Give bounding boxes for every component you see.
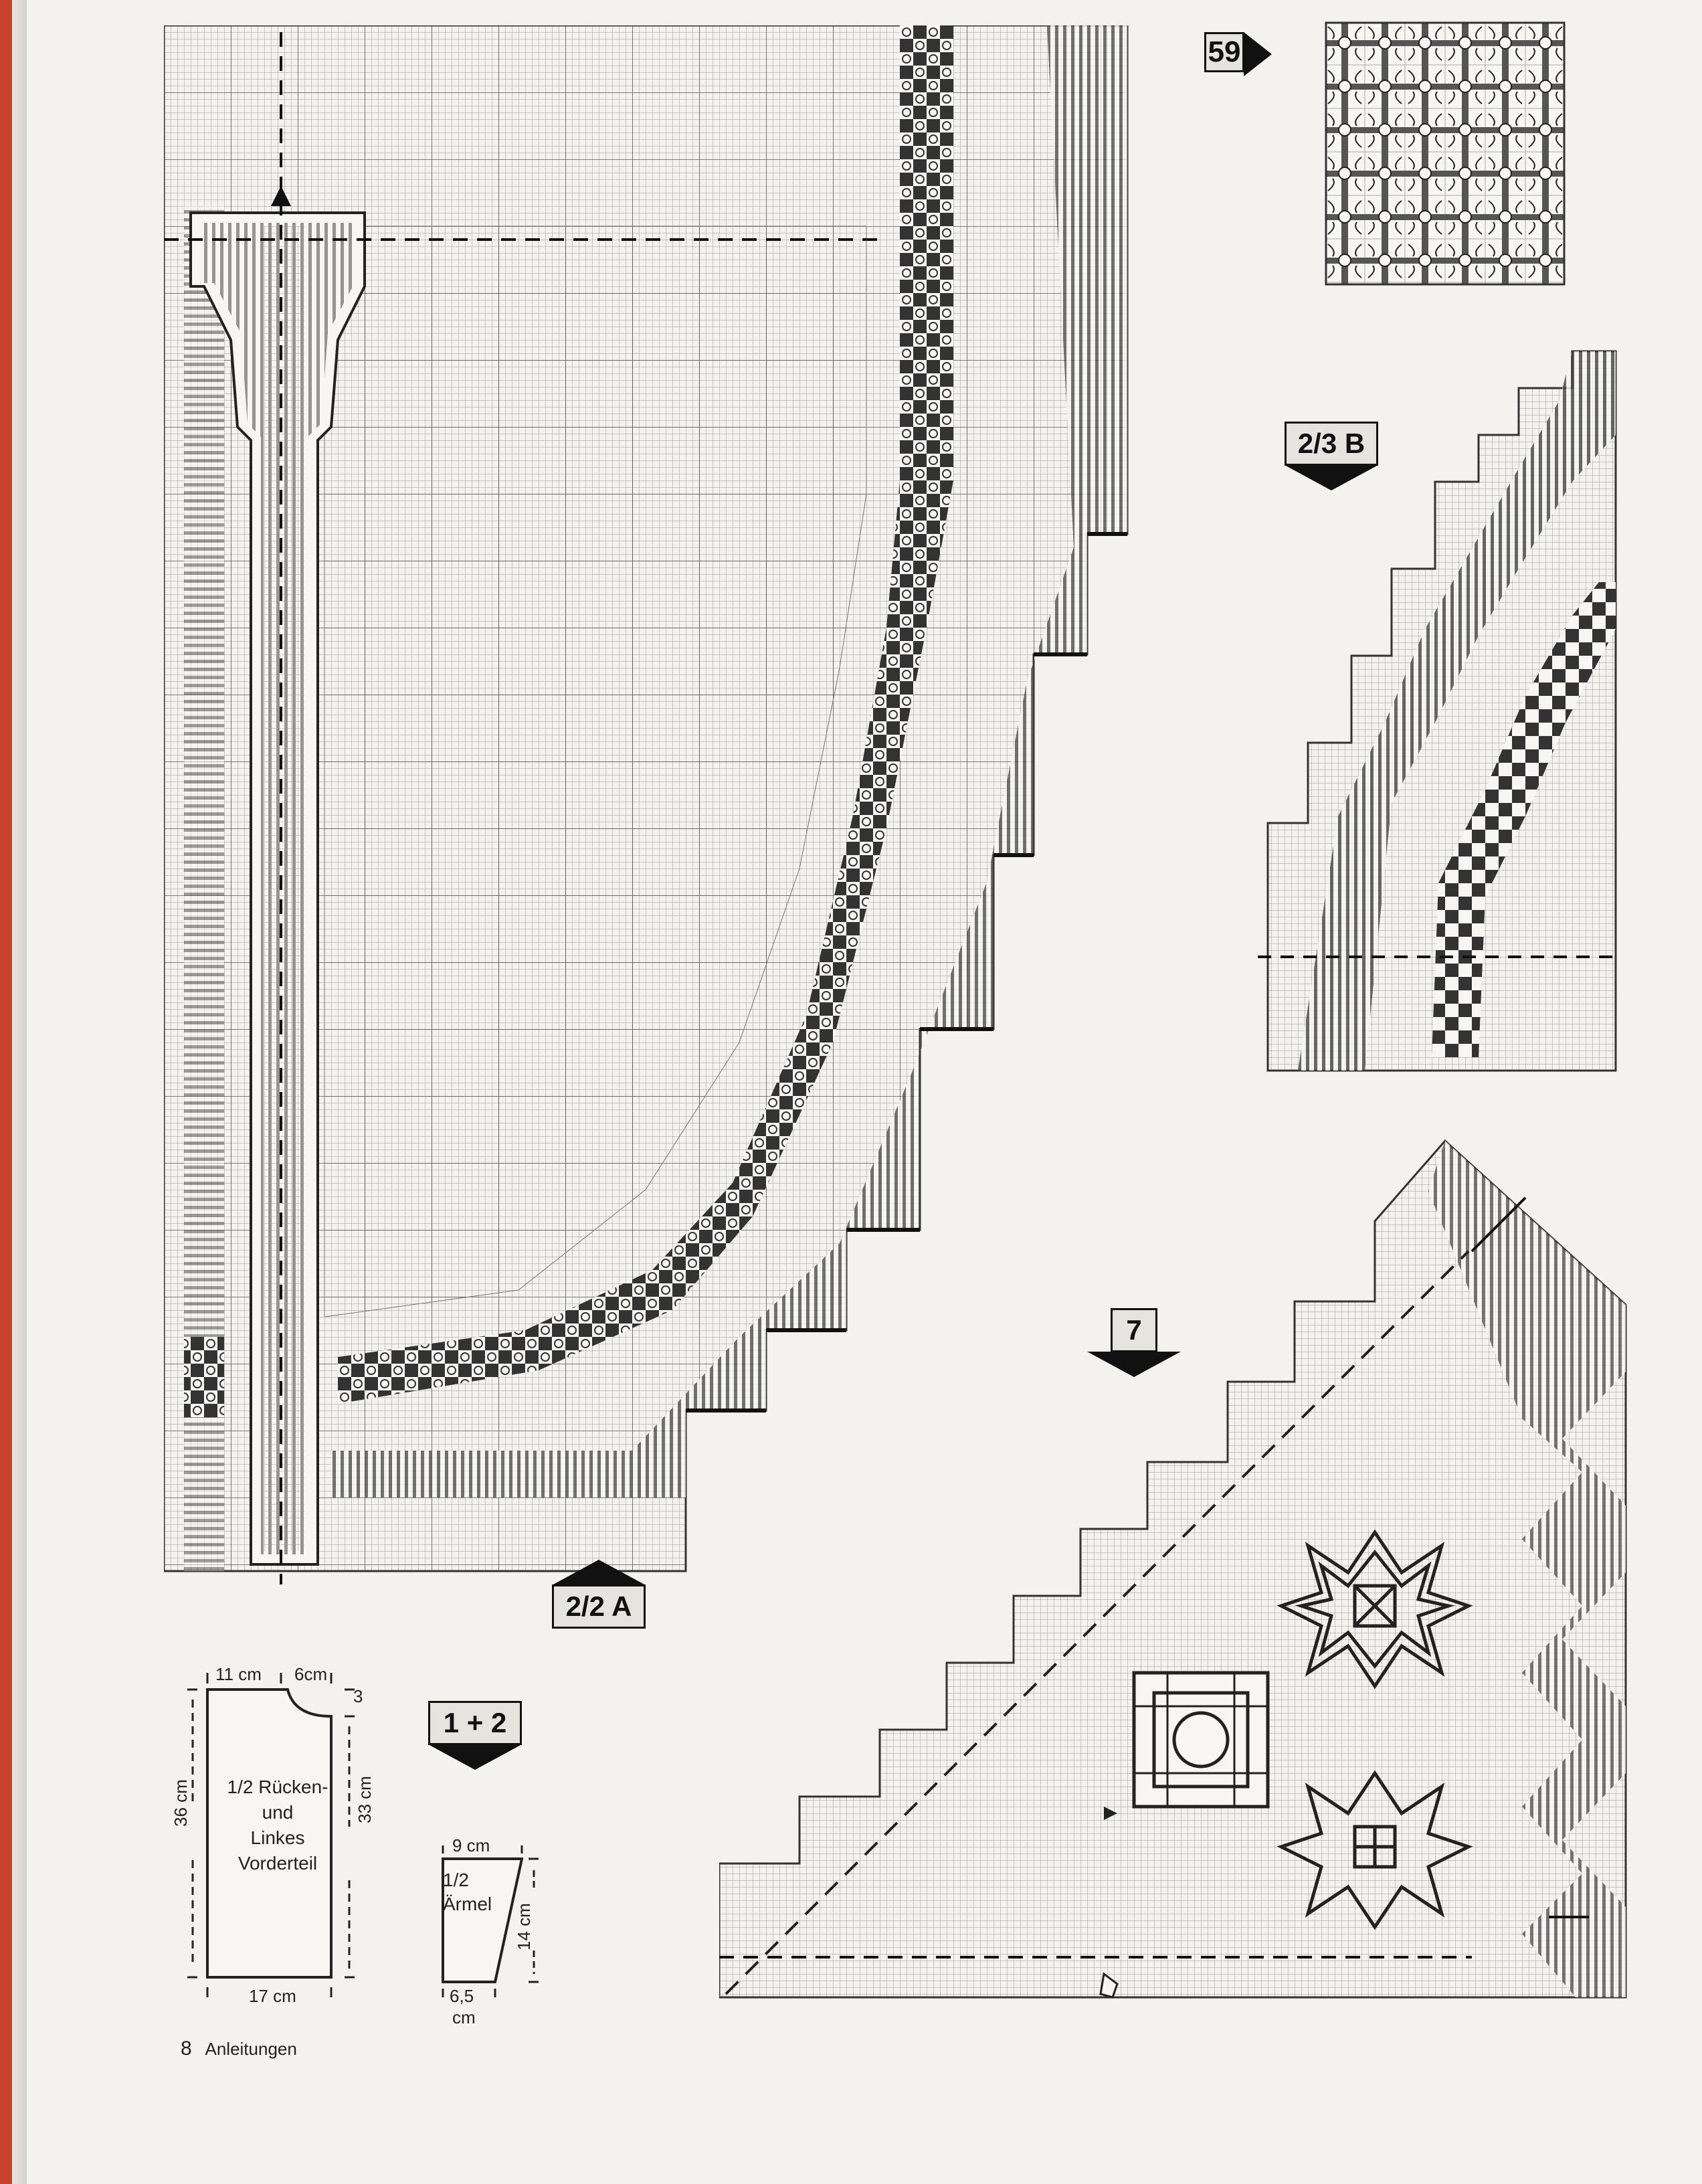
badge-7: 7 bbox=[1111, 1308, 1157, 1352]
sleeve-dim-bottom-unit: cm bbox=[452, 2007, 476, 2027]
dim-top-right: 6cm bbox=[294, 1664, 328, 1684]
dim-left-side: 36 cm bbox=[171, 1779, 191, 1827]
sleeve-label-line-1: 1/2 bbox=[443, 1870, 469, 1890]
chart-2-2-a bbox=[164, 25, 1129, 1584]
dim-right-side: 33 cm bbox=[355, 1776, 375, 1823]
sleeve-label-line-2: Ärmel bbox=[443, 1894, 492, 1914]
dim-bottom: 17 cm bbox=[249, 1986, 296, 2006]
chart-59 bbox=[1325, 21, 1566, 286]
page-footer: 8 Anleitungen bbox=[181, 2037, 297, 2060]
dim-top-left: 11 cm bbox=[215, 1664, 262, 1684]
badge-2-2-a: 2/2 A bbox=[552, 1584, 646, 1629]
dim-corner: 3 bbox=[353, 1686, 363, 1706]
section-name: Anleitungen bbox=[205, 2039, 297, 2059]
schematic-back-label: 1/2 Rücken- und Linkes Vorderteil bbox=[211, 1774, 345, 1876]
label-line-3: Linkes bbox=[250, 1827, 305, 1848]
chart-2-3-b bbox=[1258, 350, 1619, 1072]
schematic-sleeve-label: 1/2 Ärmel bbox=[443, 1868, 492, 1916]
chart-7 bbox=[719, 1139, 1627, 1999]
label-line-1: 1/2 Rücken- bbox=[227, 1777, 328, 1797]
badge-1-plus-2: 1 + 2 bbox=[428, 1701, 522, 1745]
badge-2-3-b: 2/3 B bbox=[1285, 422, 1378, 466]
badge-59: 59 bbox=[1204, 32, 1272, 76]
schematic-sleeve bbox=[442, 1845, 539, 1997]
magazine-spine bbox=[0, 0, 27, 2184]
sleeve-dim-side: 14 cm bbox=[514, 1903, 534, 1950]
page-number: 8 bbox=[181, 2037, 192, 2060]
label-line-4: Vorderteil bbox=[238, 1853, 318, 1874]
sleeve-dim-top: 9 cm bbox=[452, 1835, 490, 1855]
sleeve-dim-bottom-value: 6,5 bbox=[450, 1986, 474, 2006]
schematic-back-front bbox=[187, 1673, 355, 1997]
label-line-2: und bbox=[262, 1802, 294, 1823]
